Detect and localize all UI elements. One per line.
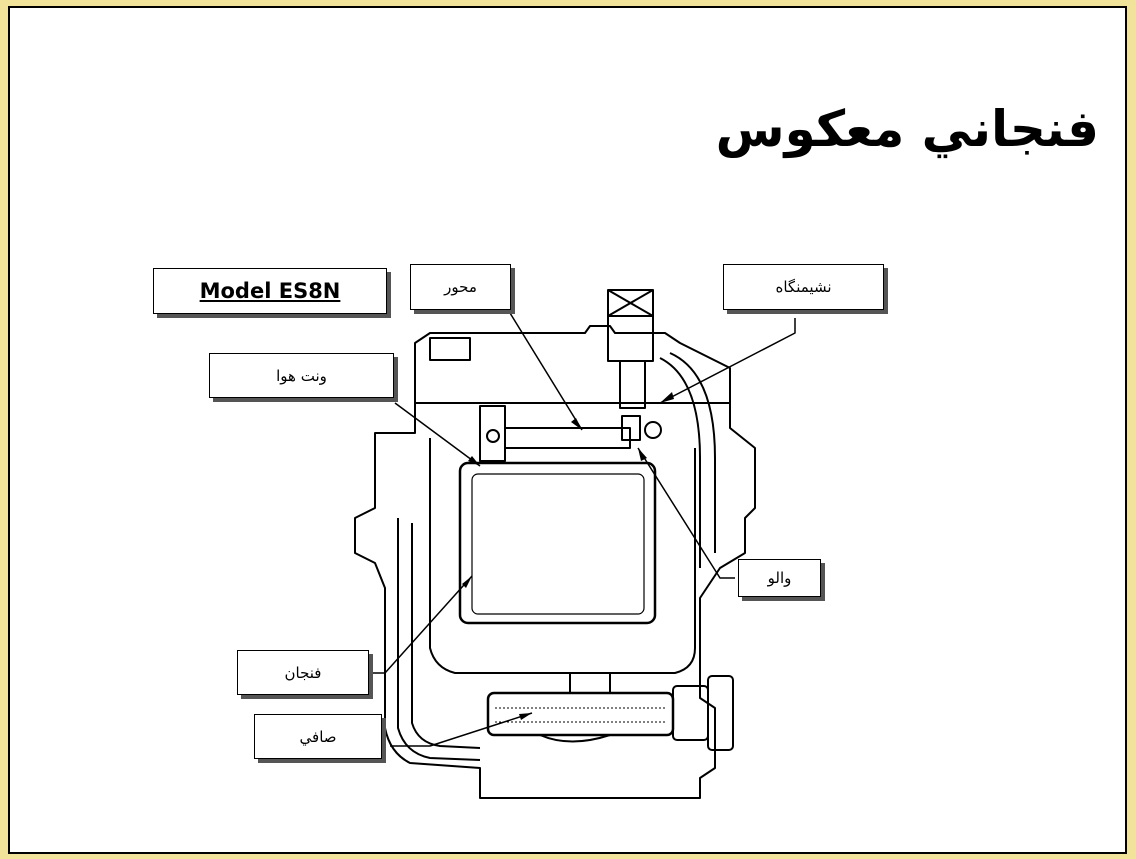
slide: فنجاني معكوس [8, 6, 1127, 854]
label-strainer: صافي [254, 714, 382, 759]
steam-trap-diagram [354, 289, 796, 799]
label-valve: والو [738, 559, 821, 597]
label-air-vent: ونت هوا [209, 353, 394, 398]
bucket [458, 461, 657, 625]
cap-lug [429, 337, 471, 361]
inlet-channel [397, 518, 481, 761]
plug-nut [672, 685, 709, 741]
label-seat: نشيمنگاه [723, 264, 884, 310]
vent-block [479, 405, 506, 462]
label-axis: محور [410, 264, 511, 310]
valve-housing [607, 315, 654, 362]
body-cavity [429, 438, 696, 674]
strainer [486, 691, 675, 737]
slide-title: فنجاني معكوس [715, 100, 1099, 158]
label-bucket: فنجان [237, 650, 369, 695]
valve-stem [619, 361, 646, 409]
lever [504, 427, 631, 449]
body [354, 403, 756, 799]
model-label: Model ES8N [153, 268, 387, 314]
